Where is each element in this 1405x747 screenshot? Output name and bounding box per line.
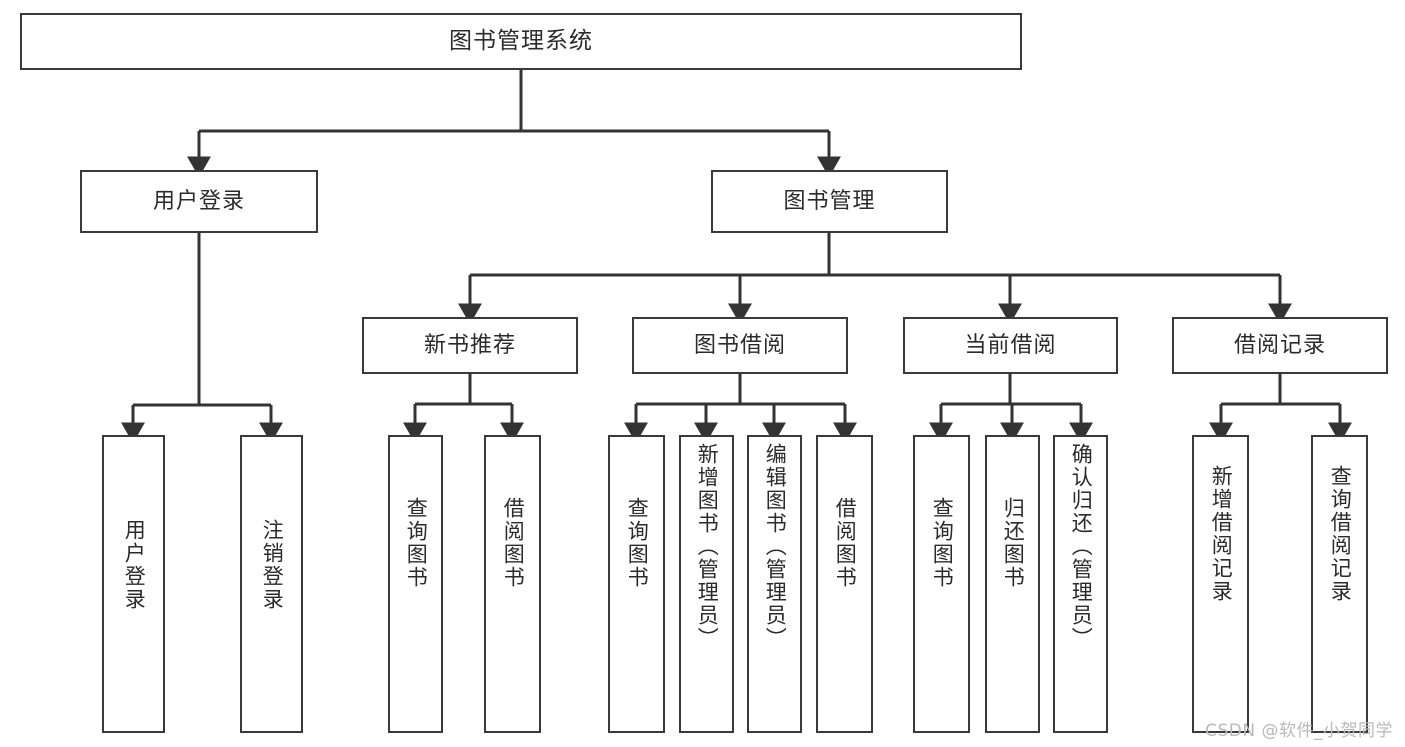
- leaf-query-book-1-label: 查询图书: [404, 497, 429, 589]
- node-borrow-record[interactable]: 借阅记录: [1172, 317, 1388, 374]
- node-book-manage-label: 图书管理: [783, 188, 876, 214]
- node-leaf-query-record[interactable]: 查询借阅记录: [1311, 435, 1368, 733]
- leaf-return-book-label: 归还图书: [1001, 497, 1026, 589]
- node-leaf-return-book[interactable]: 归还图书: [985, 435, 1040, 733]
- node-current-borrow[interactable]: 当前借阅: [903, 317, 1118, 374]
- leaf-query-book-2-label: 查询图书: [625, 497, 650, 589]
- leaf-query-book-3-label: 查询图书: [930, 497, 955, 589]
- leaf-logout-label: 注销登录: [260, 519, 285, 611]
- leaf-edit-book-label: 编辑图书（管理员）: [763, 443, 788, 650]
- leaf-borrow-book-1-label: 借阅图书: [501, 497, 526, 589]
- node-leaf-add-book[interactable]: 新增图书（管理员）: [679, 435, 734, 733]
- leaf-add-record-label: 新增借阅记录: [1209, 465, 1234, 603]
- node-new-book-recommend-label: 新书推荐: [423, 332, 516, 358]
- node-root[interactable]: 图书管理系统: [20, 13, 1022, 70]
- node-leaf-confirm-return[interactable]: 确认归还（管理员）: [1053, 435, 1108, 733]
- node-root-label: 图书管理系统: [449, 28, 593, 55]
- leaf-user-login-label: 用户登录: [122, 519, 147, 611]
- leaf-confirm-return-label: 确认归还（管理员）: [1069, 443, 1094, 650]
- node-leaf-user-login[interactable]: 用户登录: [102, 435, 165, 733]
- node-book-borrow-label: 图书借阅: [693, 332, 786, 358]
- node-leaf-logout[interactable]: 注销登录: [240, 435, 303, 733]
- leaf-query-record-label: 查询借阅记录: [1328, 465, 1353, 603]
- node-leaf-query-book-1[interactable]: 查询图书: [388, 435, 443, 733]
- node-leaf-borrow-book-2[interactable]: 借阅图书: [816, 435, 873, 733]
- node-leaf-add-record[interactable]: 新增借阅记录: [1192, 435, 1249, 733]
- node-leaf-query-book-2[interactable]: 查询图书: [608, 435, 665, 733]
- node-user-login-label: 用户登录: [152, 188, 245, 214]
- node-new-book-recommend[interactable]: 新书推荐: [362, 317, 578, 374]
- leaf-add-book-label: 新增图书（管理员）: [695, 443, 720, 650]
- node-borrow-record-label: 借阅记录: [1233, 332, 1326, 358]
- node-current-borrow-label: 当前借阅: [964, 332, 1057, 358]
- node-book-manage[interactable]: 图书管理: [711, 170, 948, 233]
- node-leaf-query-book-3[interactable]: 查询图书: [913, 435, 970, 733]
- node-leaf-edit-book[interactable]: 编辑图书（管理员）: [747, 435, 802, 733]
- leaf-borrow-book-2-label: 借阅图书: [833, 497, 858, 589]
- watermark-text: CSDN @软件_小贺同学: [1205, 721, 1393, 741]
- node-leaf-borrow-book-1[interactable]: 借阅图书: [484, 435, 541, 733]
- node-user-login[interactable]: 用户登录: [80, 170, 318, 233]
- node-book-borrow[interactable]: 图书借阅: [632, 317, 848, 374]
